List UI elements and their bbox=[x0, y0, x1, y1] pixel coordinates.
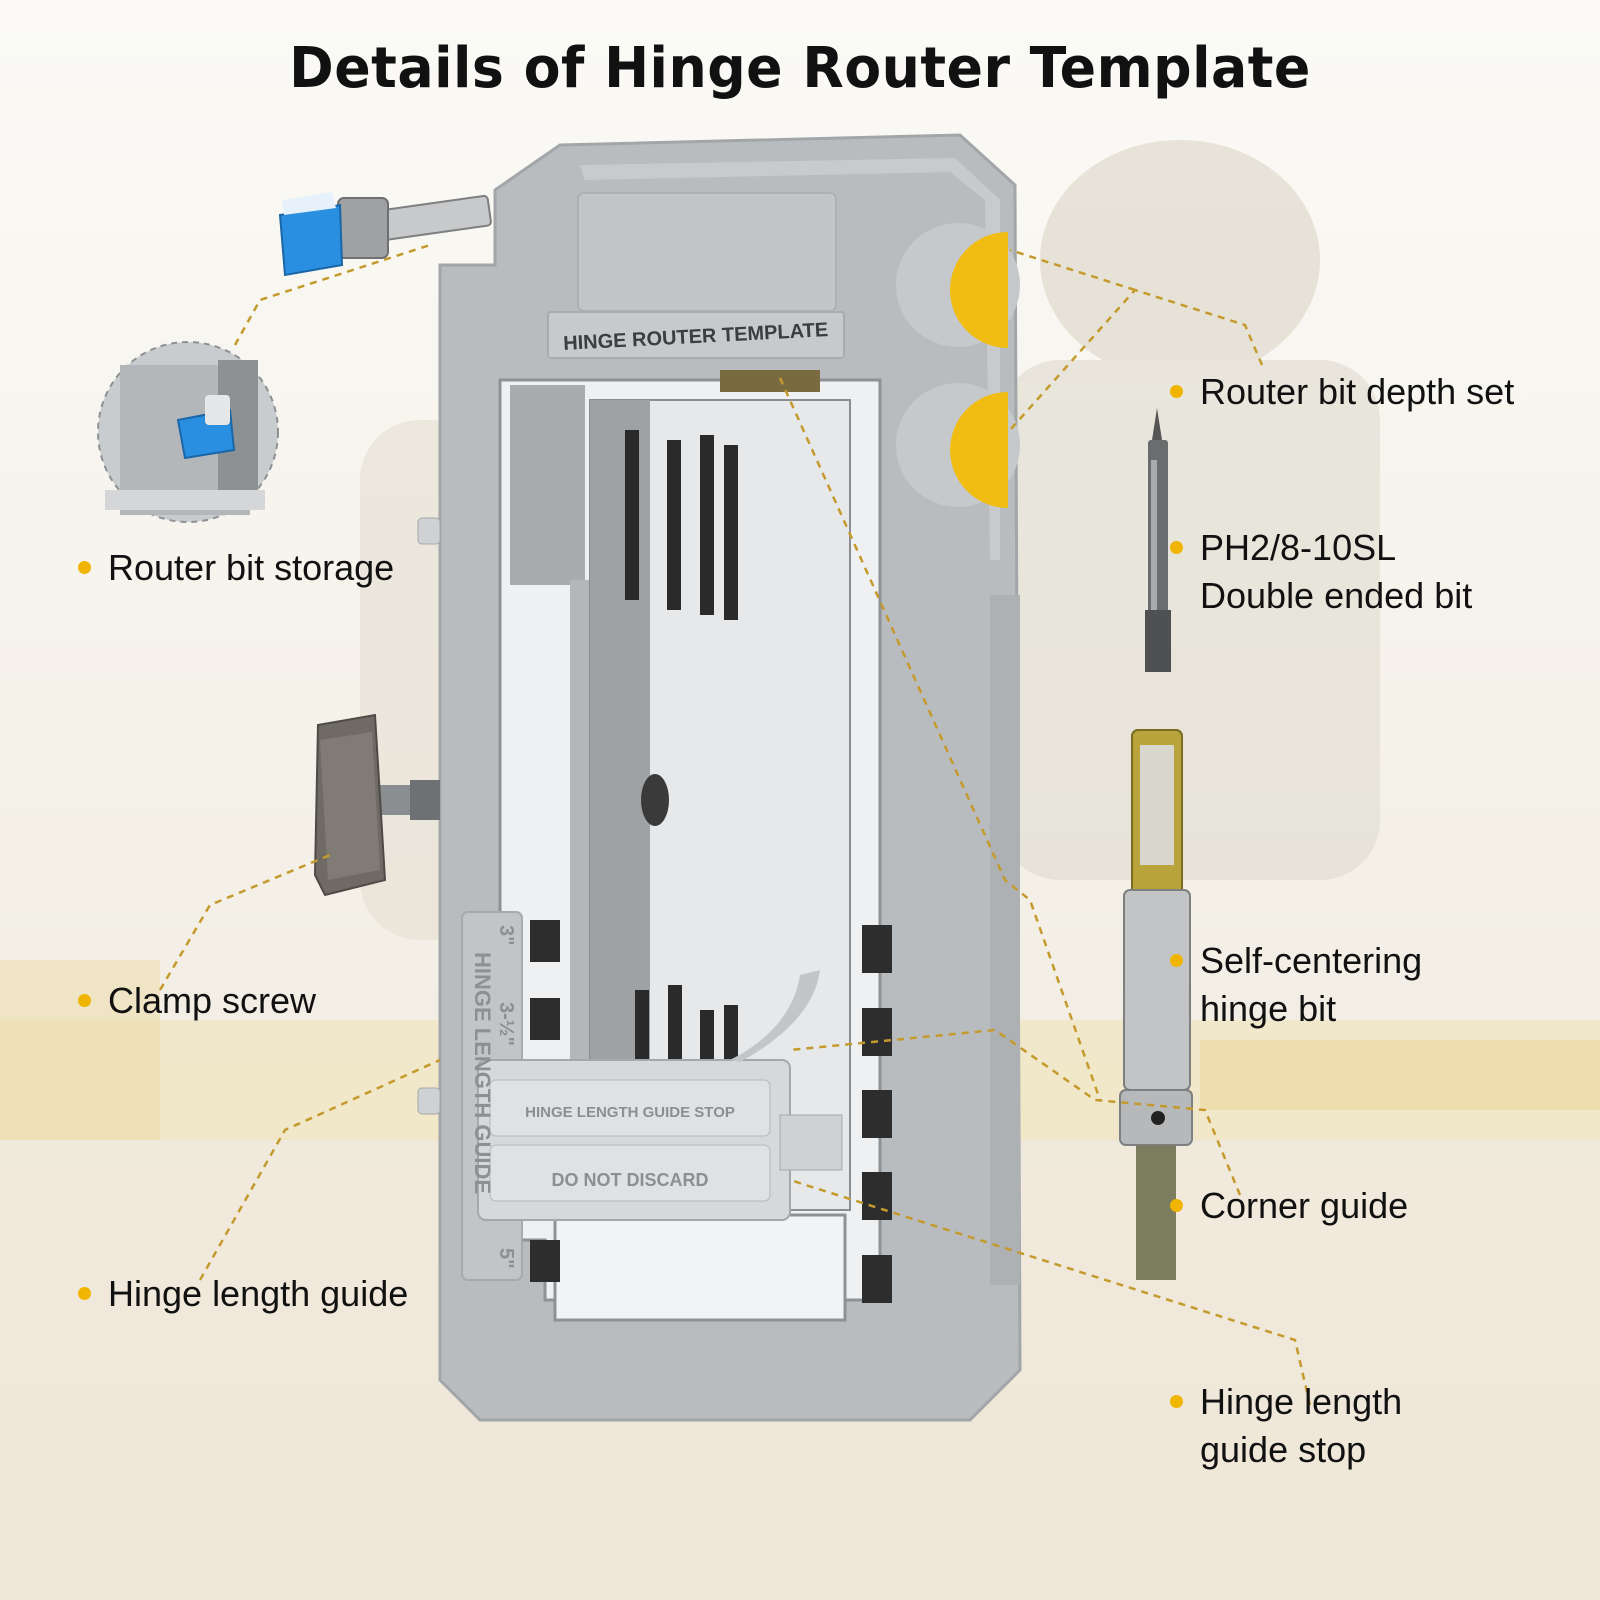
side-guide-text: HINGE LENGTH GUIDE bbox=[470, 952, 495, 1194]
bullet-dot bbox=[78, 994, 91, 1007]
depth-set-pads bbox=[896, 223, 1020, 508]
storage-closeup bbox=[97, 341, 279, 523]
pin-top bbox=[417, 517, 441, 545]
size-3-5-label: 3-½" bbox=[495, 1002, 517, 1046]
label-corner-guide: Corner guide bbox=[1170, 1182, 1408, 1230]
pin-bottom bbox=[417, 1087, 441, 1115]
bullet-dot bbox=[78, 561, 91, 574]
size-3-label: 3" bbox=[495, 925, 517, 946]
label-self-centering-bit: Self-centering hinge bit bbox=[1170, 937, 1422, 1033]
bullet-dot bbox=[1170, 1199, 1183, 1212]
bullet-dot bbox=[1170, 954, 1183, 967]
label-double-ended-bit: PH2/8-10SL Double ended bit bbox=[1170, 524, 1472, 620]
router-bit bbox=[278, 192, 492, 277]
label-router-bit-depth-set: Router bit depth set bbox=[1170, 368, 1514, 416]
page-title: Details of Hinge Router Template bbox=[289, 36, 1311, 101]
guide-stop bbox=[477, 970, 843, 1221]
double-ended-bit bbox=[1145, 408, 1171, 672]
stop-text-2: DO NOT DISCARD bbox=[552, 1170, 709, 1190]
size-5-label: 5" bbox=[495, 1248, 517, 1269]
label-router-bit-storage: Router bit storage bbox=[78, 544, 394, 592]
label-hinge-length-guide: Hinge length guide bbox=[78, 1270, 408, 1318]
stop-text-1: HINGE LENGTH GUIDE STOP bbox=[525, 1104, 735, 1121]
leader-lines bbox=[158, 243, 1312, 1406]
clamp-screw bbox=[313, 713, 440, 897]
bullet-dot bbox=[1170, 541, 1183, 554]
self-centering-bit bbox=[1119, 729, 1193, 1280]
label-clamp-screw: Clamp screw bbox=[78, 977, 316, 1025]
label-hinge-length-guide-stop: Hinge length guide stop bbox=[1170, 1378, 1402, 1474]
bullet-dot bbox=[78, 1287, 91, 1300]
bullet-dot bbox=[1170, 385, 1183, 398]
background-scene bbox=[0, 140, 1600, 1600]
bullet-dot bbox=[1170, 1395, 1183, 1408]
